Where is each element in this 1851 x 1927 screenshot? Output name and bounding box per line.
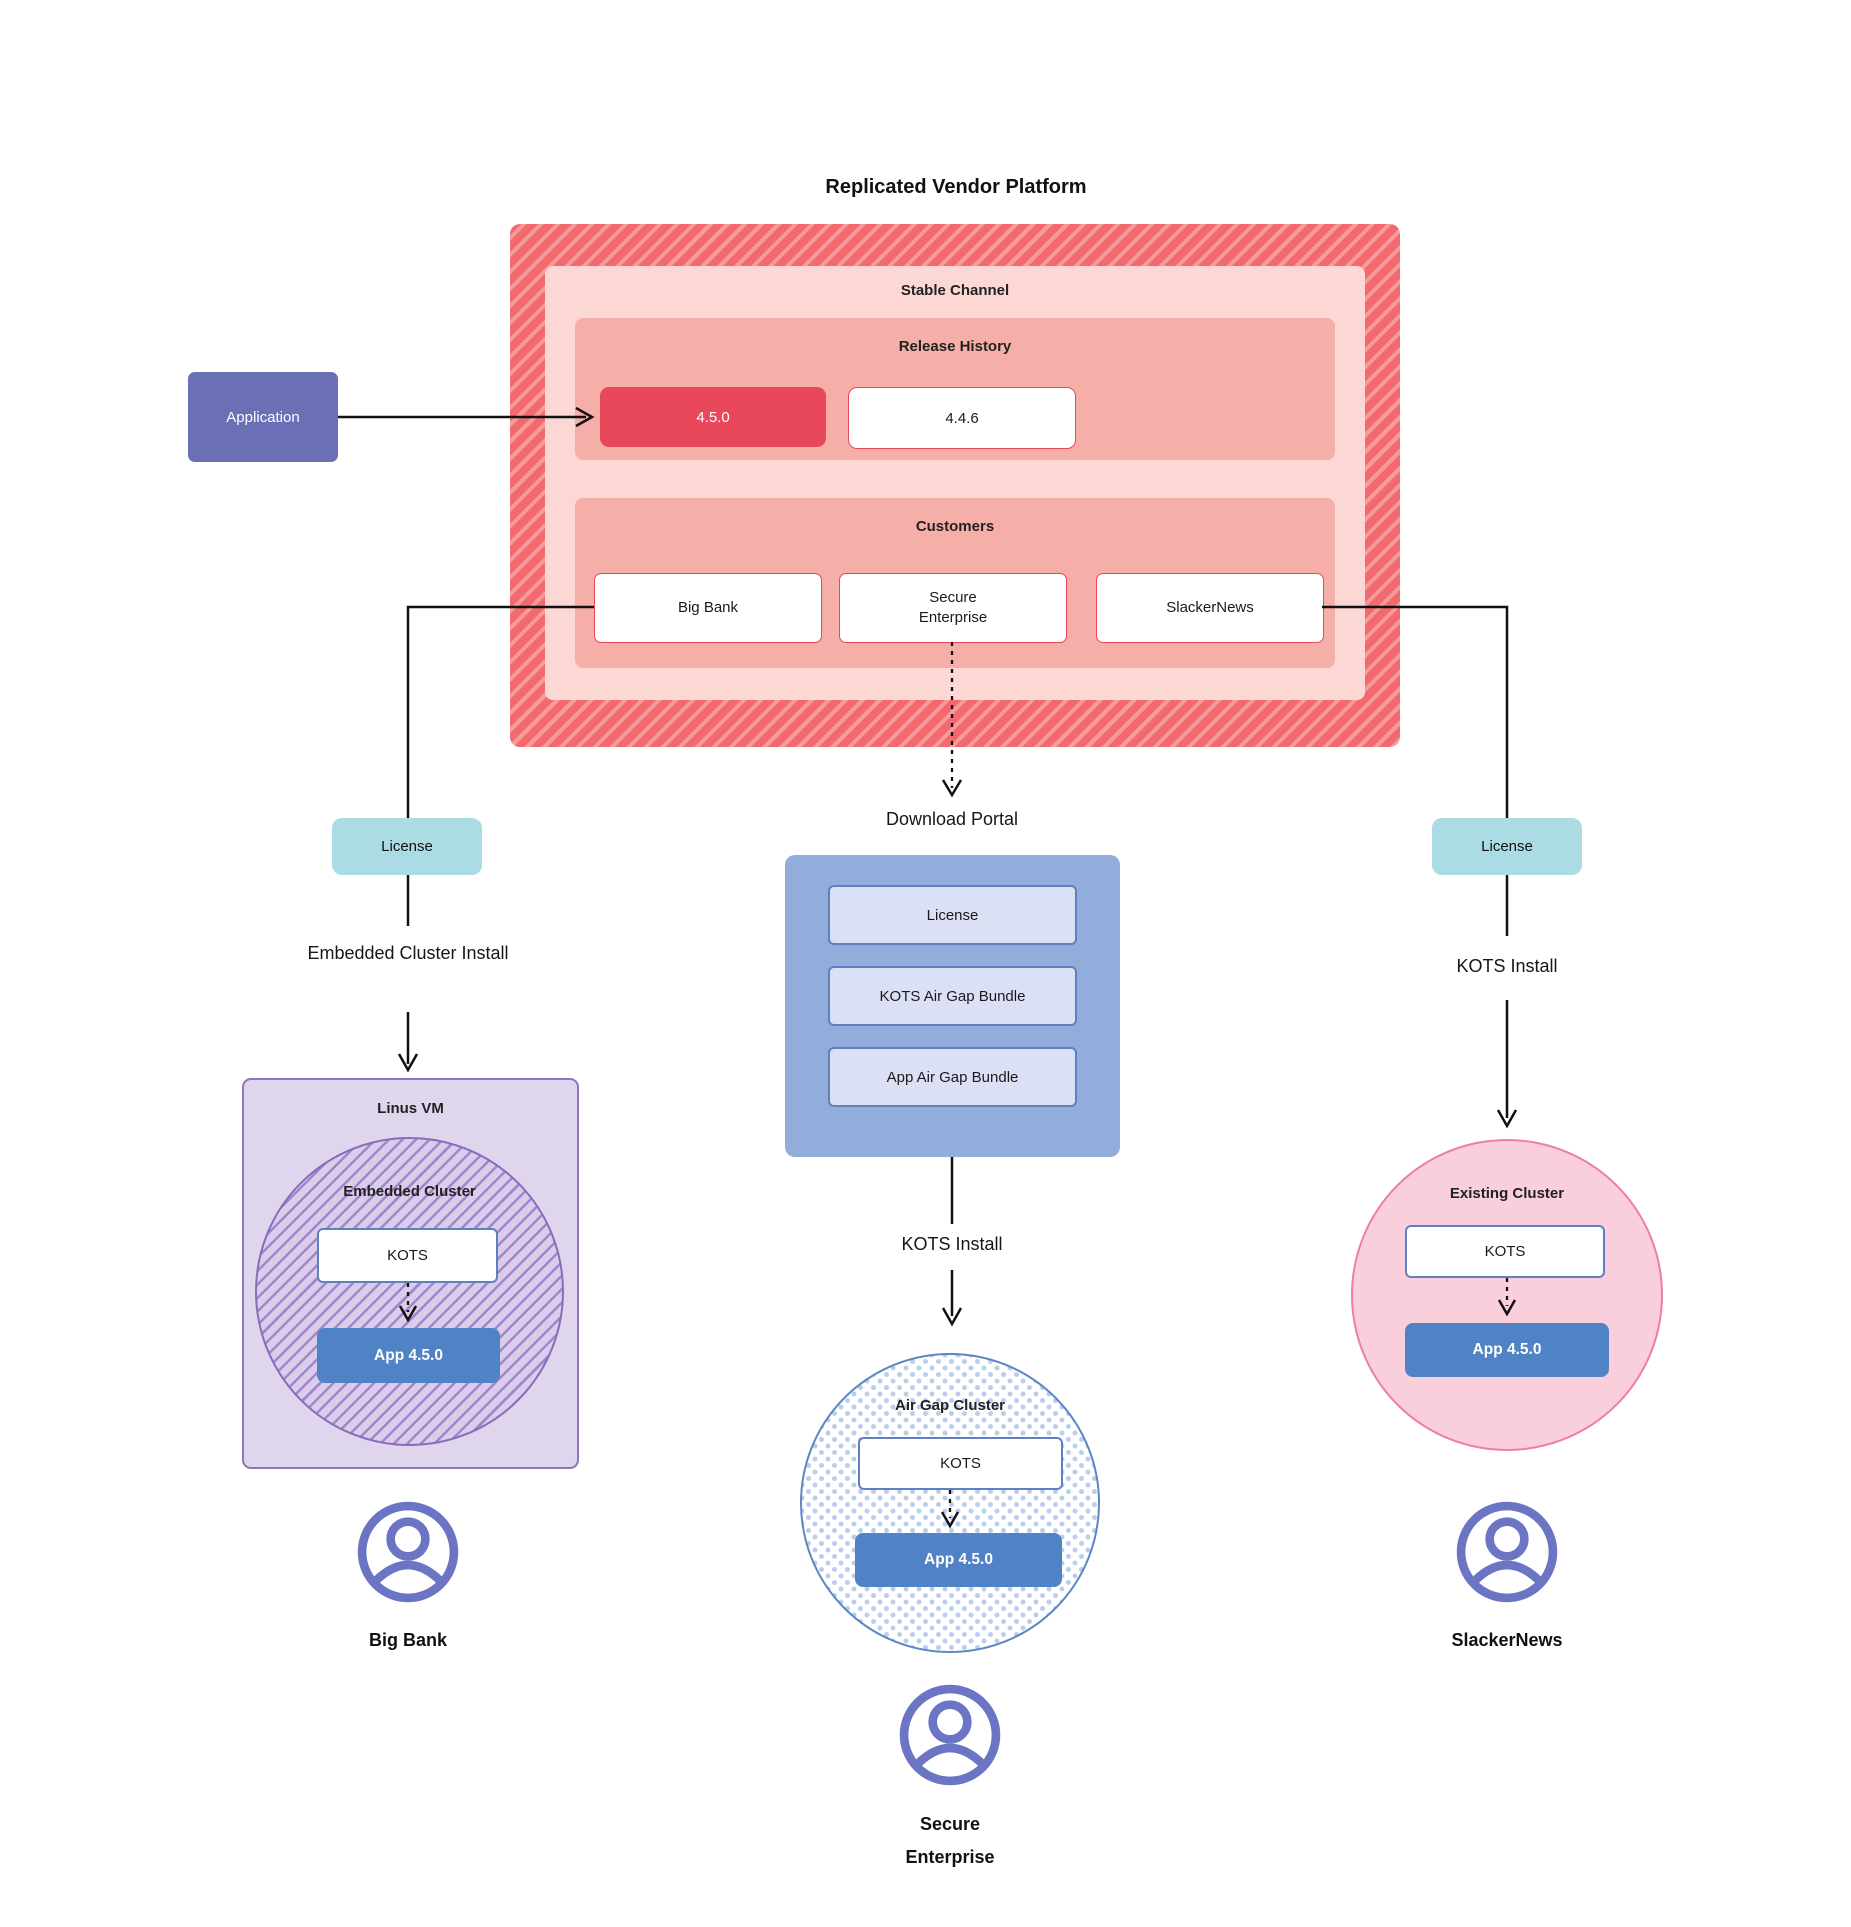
customers-panel: Customers Big Bank Secure Enterprise Sla… xyxy=(575,498,1335,668)
customer-box-big-bank-label: Big Bank xyxy=(677,598,739,616)
stable-channel-panel: Stable Channel Release History 4.5.0 4.4… xyxy=(545,266,1365,700)
kots-box-right: KOTS xyxy=(1405,1225,1605,1278)
customers-label: Customers xyxy=(915,518,995,535)
big-bank-user-icon xyxy=(356,1500,460,1604)
kots-install-label-middle: KOTS Install xyxy=(901,1234,1003,1254)
portal-item-license: License xyxy=(828,885,1077,945)
customer-box-slackernews: SlackerNews xyxy=(1096,573,1324,643)
release-history-label: Release History xyxy=(898,338,1012,355)
customer-box-secure-enterprise: Secure Enterprise xyxy=(839,573,1067,643)
release-box-4-4-6: 4.4.6 xyxy=(848,387,1076,449)
existing-cluster-circle: Existing Cluster xyxy=(1351,1139,1663,1451)
slackernews-user-icon xyxy=(1455,1500,1559,1604)
portal-item-app-air-gap-bundle: App Air Gap Bundle xyxy=(828,1047,1077,1107)
secure-enterprise-persona-text: Secure Enterprise xyxy=(905,1814,995,1868)
release-box-4-5-0: 4.5.0 xyxy=(600,387,826,447)
embedded-cluster-install-label: Embedded Cluster Install xyxy=(307,943,509,963)
stable-channel-label: Stable Channel xyxy=(900,282,1010,299)
linus-vm-box: Linus VM Embedded Cluster xyxy=(242,1078,579,1469)
portal-item-kots-air-gap-bundle: KOTS Air Gap Bundle xyxy=(828,966,1077,1026)
download-portal-box: License KOTS Air Gap Bundle App Air Gap … xyxy=(785,855,1120,1157)
app-box-right: App 4.5.0 xyxy=(1405,1323,1609,1377)
license-badge-right: License xyxy=(1432,818,1582,875)
release-history-panel: Release History 4.5.0 4.4.6 xyxy=(575,318,1335,460)
air-gap-cluster-label: Air Gap Cluster xyxy=(894,1397,1006,1414)
diagram-title: Replicated Vendor Platform xyxy=(825,176,1087,198)
customer-box-slackernews-label: SlackerNews xyxy=(1166,598,1254,616)
existing-cluster-label: Existing Cluster xyxy=(1449,1185,1565,1202)
slackernews-persona-label: SlackerNews xyxy=(1451,1630,1563,1650)
kots-box-left: KOTS xyxy=(317,1228,498,1283)
customer-box-big-bank: Big Bank xyxy=(594,573,822,643)
big-bank-persona-label: Big Bank xyxy=(368,1630,447,1650)
kots-install-label-right: KOTS Install xyxy=(1456,956,1558,976)
secure-enterprise-user-icon xyxy=(898,1683,1002,1787)
customer-box-secure-enterprise-label: Secure Enterprise xyxy=(918,588,988,626)
download-portal-label: Download Portal xyxy=(885,809,1019,829)
app-box-left: App 4.5.0 xyxy=(317,1328,500,1383)
air-gap-cluster-circle: Air Gap Cluster xyxy=(800,1353,1100,1653)
linus-vm-label: Linus VM xyxy=(377,1100,444,1117)
application-box: Application xyxy=(188,372,338,462)
vendor-platform-box: Stable Channel Release History 4.5.0 4.4… xyxy=(510,224,1400,747)
kots-box-middle: KOTS xyxy=(858,1437,1063,1490)
embedded-cluster-circle: Embedded Cluster xyxy=(255,1137,564,1446)
embedded-cluster-label: Embedded Cluster xyxy=(343,1183,476,1200)
secure-enterprise-persona-label: Secure Enterprise xyxy=(850,1808,1050,1875)
app-box-middle: App 4.5.0 xyxy=(855,1533,1062,1587)
license-badge-left: License xyxy=(332,818,482,875)
